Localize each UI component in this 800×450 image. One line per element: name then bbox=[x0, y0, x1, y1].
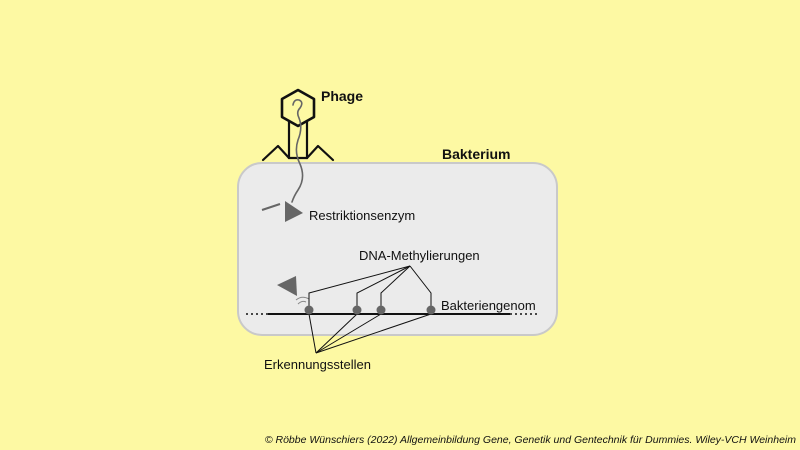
restriction-enzyme-icon bbox=[285, 201, 303, 222]
recognition-site-marker bbox=[304, 305, 314, 315]
phage-dna-strand bbox=[291, 99, 304, 203]
recognition-connectors bbox=[308, 313, 432, 354]
phage-head bbox=[280, 88, 316, 128]
methylation-connectors bbox=[308, 265, 432, 309]
phage-label: Phage bbox=[321, 88, 364, 104]
recognition-site-marker bbox=[376, 305, 386, 315]
cut-dna-fragment bbox=[261, 203, 281, 211]
phage-leg-right bbox=[305, 144, 335, 162]
bacterium-cell bbox=[237, 162, 558, 336]
bacterial-genome-label: Bakteriengenom bbox=[441, 298, 536, 313]
restriction-enzyme-icon-2 bbox=[277, 276, 297, 296]
dna-methylation-label: DNA-Methylierungen bbox=[359, 248, 480, 263]
phage-leg-left bbox=[261, 144, 291, 162]
copyright-notice: © Röbbe Wünschiers (2022) Allgemeinbildu… bbox=[264, 434, 796, 446]
recognition-site-marker bbox=[426, 305, 436, 315]
phage-icon bbox=[261, 88, 335, 203]
signal-arcs-icon bbox=[295, 296, 310, 305]
recognition-sites-label: Erkennungsstellen bbox=[264, 357, 371, 372]
recognition-site-marker bbox=[352, 305, 362, 315]
bacterium-label: Bakterium bbox=[442, 146, 511, 162]
restriction-enzyme-label: Restriktionsenzym bbox=[309, 208, 416, 223]
